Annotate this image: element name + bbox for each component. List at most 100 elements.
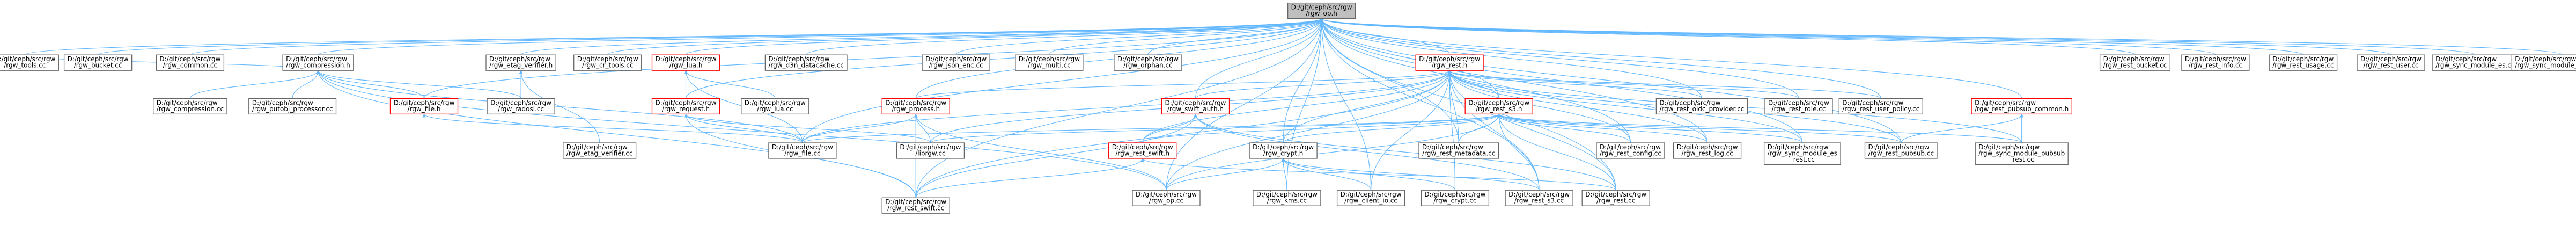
node-label-line: D:/git/ceph/src/rgw <box>1677 143 1738 151</box>
node-rgw-sync-module-pubsub-cc[interactable]: D:/git/ceph/src/rgw/rgw_sync_module_pubs… <box>2511 54 2576 71</box>
node-label-line: D:/git/ceph/src/rgw <box>490 99 551 106</box>
node-box <box>1421 190 1490 206</box>
node-rgw-rest-metadata-cc[interactable]: D:/git/ceph/src/rgw/rgw_rest_metadata.cc <box>1418 142 1499 159</box>
node-label-line: /rgw_rest_bucket.cc <box>2103 62 2167 69</box>
node-rgw-etag-verifier-h[interactable]: D:/git/ceph/src/rgw/rgw_etag_verifier.h <box>485 54 556 71</box>
node-label-line: /rgw_file.cc <box>784 150 820 157</box>
node-rgw-rest-bucket-cc[interactable]: D:/git/ceph/src/rgw/rgw_rest_bucket.cc <box>2099 54 2170 71</box>
node-rgw-file-h[interactable]: D:/git/ceph/src/rgw/rgw_file.h <box>389 98 459 115</box>
node-rgw-kms-cc[interactable]: D:/git/ceph/src/rgw/rgw_kms.cc <box>1253 190 1321 206</box>
node-rgw-compression-h[interactable]: D:/git/ceph/src/rgw/rgw_compression.h <box>282 54 354 71</box>
node-rgw-d3n-datacache-cc[interactable]: D:/git/ceph/src/rgw/rgw_d3n_datacache.cc <box>764 54 848 71</box>
node-rgw-rest-config-cc[interactable]: D:/git/ceph/src/rgw/rgw_rest_config.cc <box>1596 142 1665 159</box>
node-label-line: /rgw_rest_log.cc <box>1681 150 1733 157</box>
node-rgw-etag-verifier-cc[interactable]: D:/git/ceph/src/rgw/rgw_etag_verifier.cc <box>563 142 637 159</box>
node-label-line: /librgw.cc <box>915 150 945 157</box>
node-rgw-file-cc[interactable]: D:/git/ceph/src/rgw/rgw_file.cc <box>768 142 837 159</box>
node-rgw-rest-s3-cc[interactable]: D:/git/ceph/src/rgw/rgw_rest_s3.cc <box>1505 190 1573 206</box>
node-rgw-request-h[interactable]: D:/git/ceph/src/rgw/rgw_request.h <box>651 98 720 115</box>
node-rgw-putobj-processor-cc[interactable]: D:/git/ceph/src/rgw/rgw_putobj_processor… <box>248 98 337 115</box>
node-rgw-rest-log-cc[interactable]: D:/git/ceph/src/rgw/rgw_rest_log.cc <box>1673 142 1742 159</box>
node-rgw-radosi-cc[interactable]: D:/git/ceph/src/rgw/rgw_radosi.cc <box>487 98 555 115</box>
node-label-line: D:/git/ceph/src/rgw <box>1341 191 1402 198</box>
edge-rgw-compression-h-to-rgw-radosi-cc <box>316 70 521 99</box>
node-rgw-rest-pubsub-cc[interactable]: D:/git/ceph/src/rgw/rgw_rest_pubsub.cc <box>1864 142 1938 159</box>
edge-rgw-request-h-to-librgw-cc <box>684 113 931 143</box>
node-rgw-rest-cc[interactable]: D:/git/ceph/src/rgw/rgw_rest.cc <box>1581 190 1650 206</box>
node-rgw-rest-role-cc[interactable]: D:/git/ceph/src/rgw/rgw_rest_role.cc <box>1764 98 1833 115</box>
node-rgw-rest-swift-cc[interactable]: D:/git/ceph/src/rgw/rgw_rest_swift.cc <box>881 197 950 214</box>
node-rgw-common-cc[interactable]: D:/git/ceph/src/rgw/rgw_common.cc <box>156 54 225 71</box>
node-rgw-sync-module-es-cc[interactable]: D:/git/ceph/src/rgw/rgw_sync_module_es.c… <box>2432 54 2519 71</box>
node-rgw-rest-swift-h[interactable]: D:/git/ceph/src/rgw/rgw_rest_swift.h <box>1108 142 1177 159</box>
node-rgw-rest-info-cc[interactable]: D:/git/ceph/src/rgw/rgw_rest_info.cc <box>2181 54 2250 71</box>
node-rgw-rest-pubsub-common-h[interactable]: D:/git/ceph/src/rgw/rgw_rest_pubsub_comm… <box>1971 98 2072 115</box>
node-rgw-rest-usage-cc[interactable]: D:/git/ceph/src/rgw/rgw_rest_usage.cc <box>2269 54 2338 71</box>
node-rgw-op-cc[interactable]: D:/git/ceph/src/rgw/rgw_op.cc <box>1132 190 1201 206</box>
node-label-line: /rgw_common.cc <box>163 62 217 69</box>
node-label-line: D:/git/ceph/src/rgw <box>0 55 55 63</box>
node-label-line: /rgw_crypt.h <box>1263 150 1304 157</box>
node-box <box>2181 54 2250 71</box>
node-label-line: /rgw_rest_oidc_provider.cc <box>1659 105 1744 113</box>
node-rgw-lua-cc[interactable]: D:/git/ceph/src/rgw/rgw_lua.cc <box>741 98 809 115</box>
node-rgw-swift-auth-h[interactable]: D:/git/ceph/src/rgw/rgw_swift_auth.h <box>1161 98 1230 115</box>
edge-rgw-rest-h-to-rgw-rest-cc <box>1447 70 1616 191</box>
node-box <box>881 98 950 115</box>
edge-rgw-rest-h-to-rgw-file-cc <box>802 70 1452 143</box>
node-rgw-rest-user-cc[interactable]: D:/git/ceph/src/rgw/rgw_rest_user.cc <box>2357 54 2425 71</box>
node-box <box>651 54 720 71</box>
edge-rgw-op-h-to-rgw-json-enc-cc <box>955 18 1323 55</box>
node-rgw-rest-h[interactable]: D:/git/ceph/src/rgw/rgw_rest.h <box>1415 54 1484 71</box>
node-label-line: /rgw_compression.cc <box>157 105 224 113</box>
node-label-line: D:/git/ceph/src/rgw <box>1508 191 1570 198</box>
node-label-line: D:/git/ceph/src/rgw <box>157 99 218 106</box>
node-box <box>1975 142 2069 165</box>
edge-rgw-op-h-to-rgw-rest-usage-cc <box>1320 18 2303 55</box>
node-label-line: D:/git/ceph/src/rgw <box>2185 55 2246 63</box>
edge-rgw-rest-s3-h-to-rgw-rest-s3-cc <box>1497 113 1540 191</box>
node-rgw-tools-cc[interactable]: D:/git/ceph/src/rgw/rgw_tools.cc <box>0 54 59 71</box>
node-label-line: /rgw_rest_role.cc <box>1772 105 1826 113</box>
edge-rgw-op-h-to-rgw-multi-cc <box>1049 18 1323 55</box>
node-rgw-orphan-cc[interactable]: D:/git/ceph/src/rgw/rgw_orphan.cc <box>1114 54 1182 71</box>
node-rgw-json-enc-cc[interactable]: D:/git/ceph/src/rgw/rgw_json_enc.cc <box>922 54 990 71</box>
node-rgw-crypt-h[interactable]: D:/git/ceph/src/rgw/rgw_crypt.h <box>1249 142 1318 159</box>
node-rgw-compression-cc[interactable]: D:/git/ceph/src/rgw/rgw_compression.cc <box>153 98 227 115</box>
node-label-line: D:/git/ceph/src/rgw <box>1842 99 1903 106</box>
node-rgw-rest-s3-h[interactable]: D:/git/ceph/src/rgw/rgw_rest_s3.h <box>1464 98 1533 115</box>
node-rgw-multi-cc[interactable]: D:/git/ceph/src/rgw/rgw_multi.cc <box>1015 54 1084 71</box>
node-label-line: D:/git/ceph/src/rgw <box>1585 191 1646 198</box>
node-label-line: /rgw_multi.cc <box>1028 62 1071 69</box>
edge-rgw-rest-swift-h-to-rgw-rest-swift-cc <box>915 158 1144 198</box>
node-rgw-lua-h[interactable]: D:/git/ceph/src/rgw/rgw_lua.h <box>651 54 720 71</box>
node-label-line: /rgw_file.h <box>408 105 441 113</box>
node-rgw-client-io-cc[interactable]: D:/git/ceph/src/rgw/rgw_client_io.cc <box>1336 190 1405 206</box>
node-rgw-sync-module-es-rest-cc[interactable]: D:/git/ceph/src/rgw/rgw_sync_module_es_r… <box>1763 142 1841 165</box>
edge-rgw-process-h-to-rgw-file-cc <box>802 113 918 143</box>
edge-rgw-rest-h-to-rgw-rest-s3-h <box>1447 70 1499 99</box>
node-box <box>896 142 965 159</box>
node-box <box>768 142 837 159</box>
node-box <box>1415 54 1484 71</box>
node-label-line: D:/git/ceph/src/rgw <box>159 55 220 63</box>
node-rgw-bucket-cc[interactable]: D:/git/ceph/src/rgw/rgw_bucket.cc <box>63 54 133 71</box>
node-label-line: D:/git/ceph/src/rgw <box>885 198 946 206</box>
node-rgw-rest-user-policy-cc[interactable]: D:/git/ceph/src/rgw/rgw_rest_user_policy… <box>1838 98 1923 115</box>
node-box <box>63 54 133 71</box>
node-rgw-crypt-cc[interactable]: D:/git/ceph/src/rgw/rgw_crypt.cc <box>1421 190 1490 206</box>
node-rgw-sync-module-pubsub-rest-cc[interactable]: D:/git/ceph/src/rgw/rgw_sync_module_pubs… <box>1975 142 2069 165</box>
node-librgw-cc[interactable]: D:/git/ceph/src/rgw/librgw.cc <box>896 142 965 159</box>
node-rgw-op-h[interactable]: D:/git/ceph/src/rgw/rgw_op.h <box>1287 2 1356 19</box>
node-label-line: /rgw_op.cc <box>1149 197 1183 205</box>
edge-rgw-rest-pubsub-common-h-to-rgw-rest-pubsub-cc <box>1901 113 2023 143</box>
node-rgw-rest-oidc-provider-cc[interactable]: D:/git/ceph/src/rgw/rgw_rest_oidc_provid… <box>1655 98 1748 115</box>
node-label-line: /rgw_compression.h <box>286 62 350 69</box>
node-label-line: D:/git/ceph/src/rgw <box>1112 143 1173 151</box>
node-rgw-process-h[interactable]: D:/git/ceph/src/rgw/rgw_process.h <box>881 98 950 115</box>
node-box <box>156 54 225 71</box>
node-label-line: D:/git/ceph/src/rgw <box>1422 143 1483 151</box>
node-rgw-cr-tools-cc[interactable]: D:/git/ceph/src/rgw/rgw_cr_tools.cc <box>573 54 642 71</box>
node-label-line: /rgw_sync_module_pubsub <box>1978 150 2065 157</box>
edge-rgw-op-h-to-rgw-swift-auth-h <box>1195 18 1323 99</box>
